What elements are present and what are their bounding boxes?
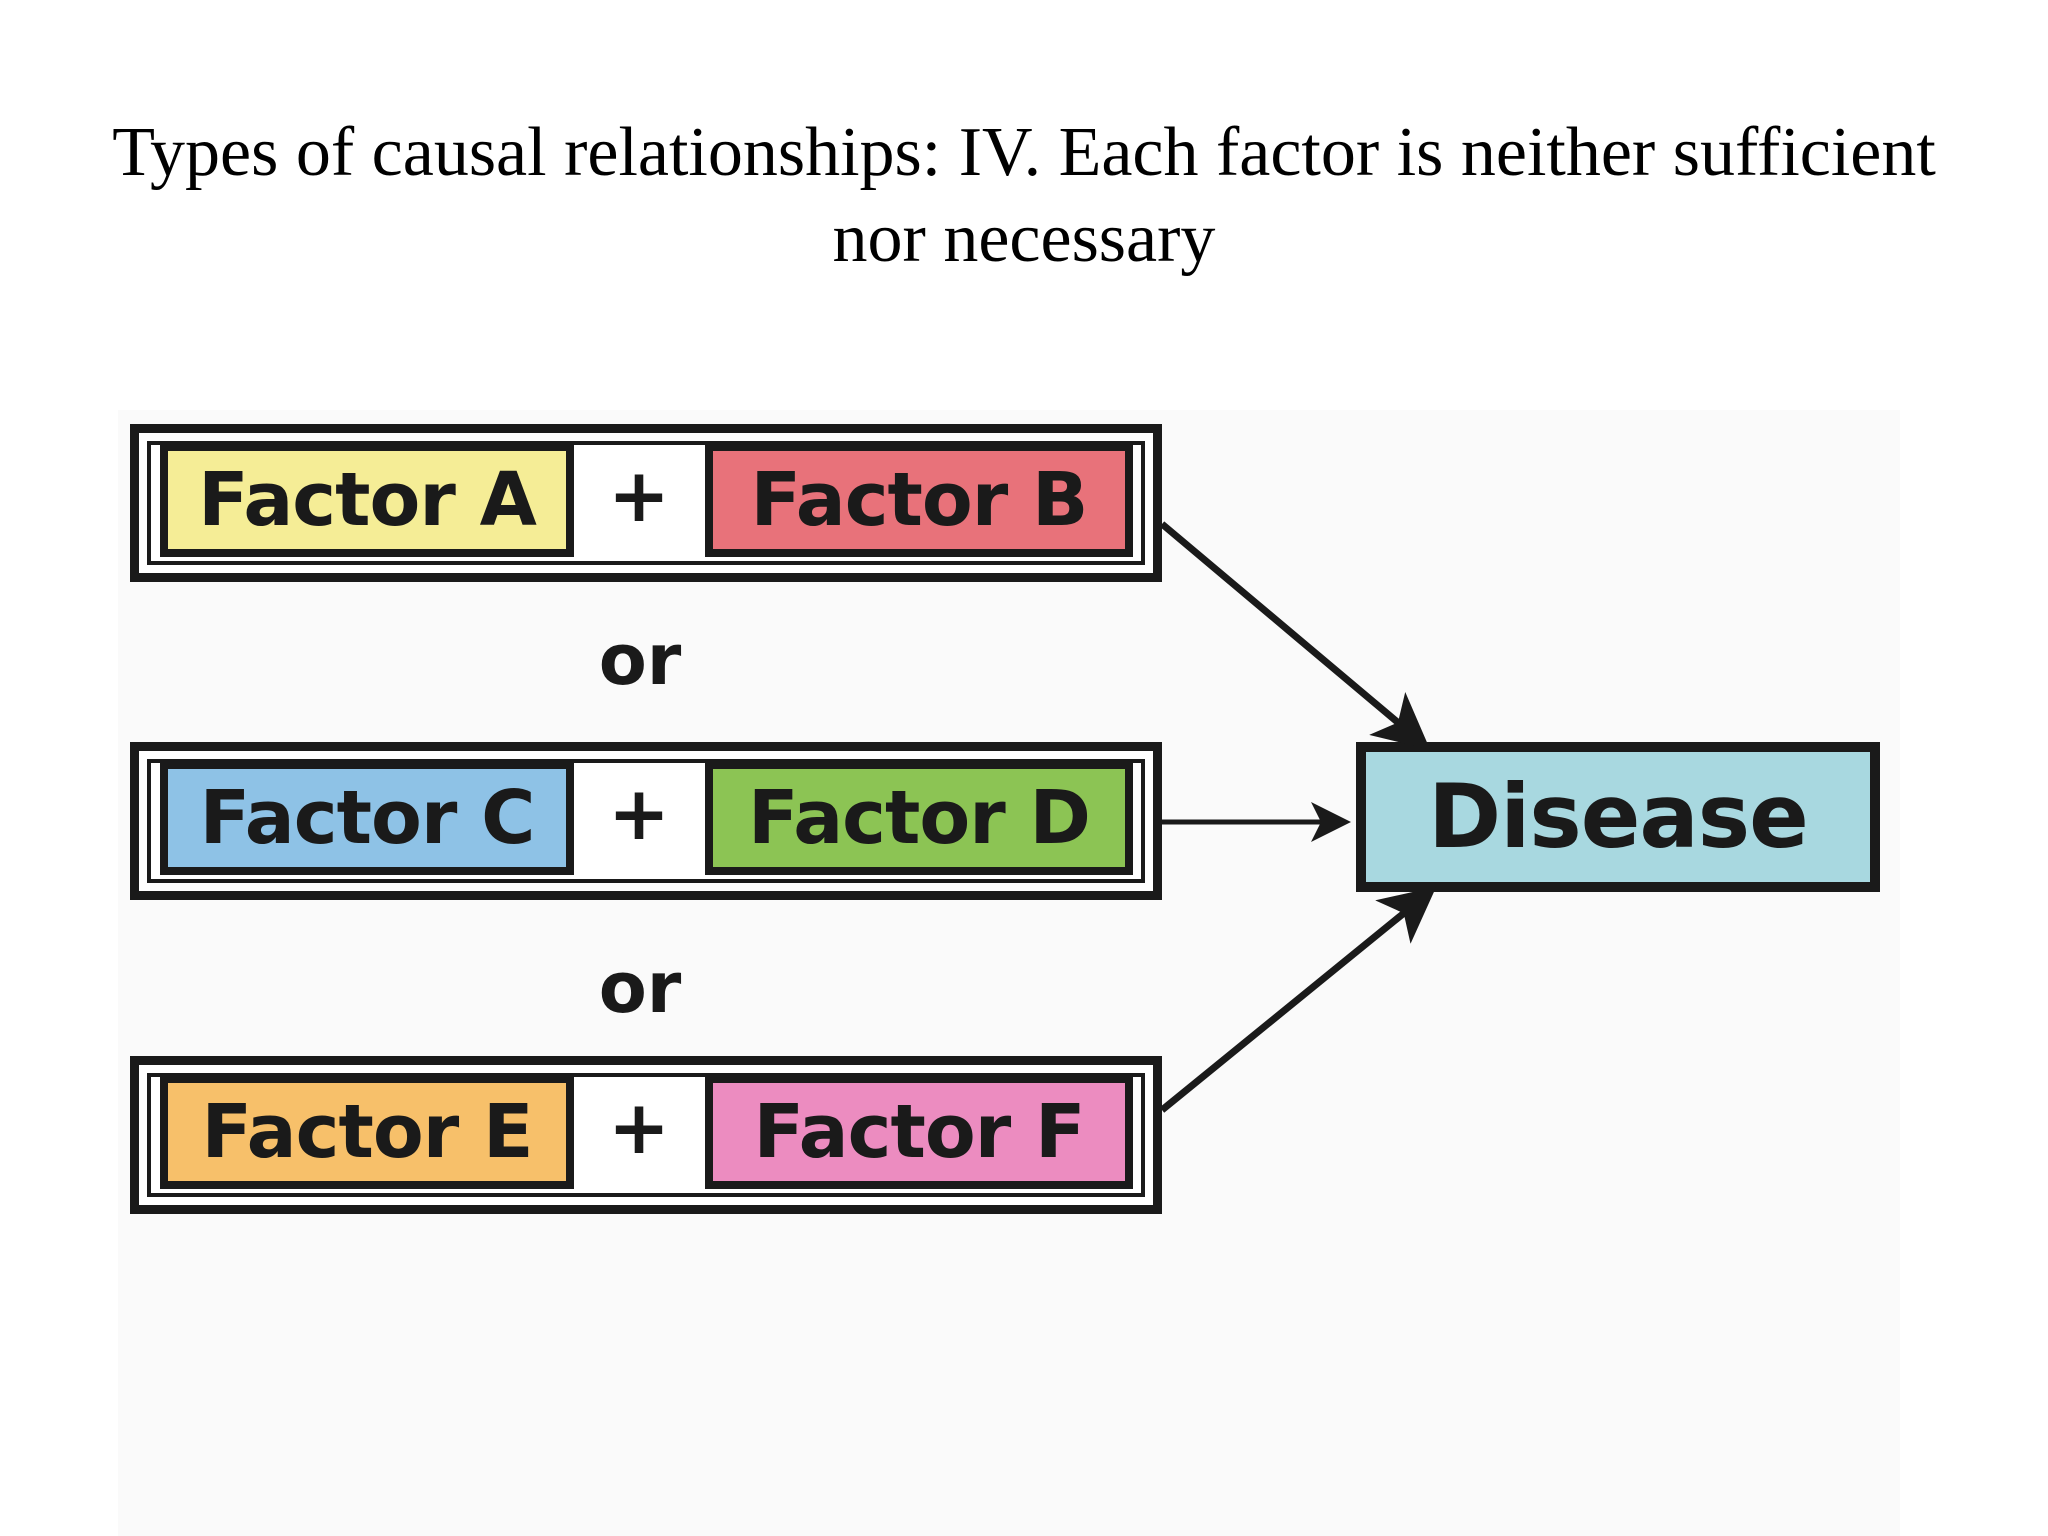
arrow-ab-to-disease [1159,521,1431,750]
arrow-ef-to-disease [1159,886,1437,1113]
or-connector-2: or [598,947,682,1029]
plus-sign: + [607,771,670,857]
factor-d-box: Factor D [705,761,1133,875]
factor-group-ef: Factor E + Factor F [130,1056,1162,1214]
factor-c-box: Factor C [160,761,574,875]
group-inner-border [147,1073,1145,1197]
factor-f-box: Factor F [705,1075,1133,1189]
factor-e-box: Factor E [160,1075,574,1189]
diagram-background [118,410,1900,1536]
factor-b-box: Factor B [705,443,1133,557]
or-connector-1: or [598,619,682,701]
factor-group-cd: Factor C + Factor D [130,742,1162,900]
group-inner-border [147,441,1145,565]
factor-a-box: Factor A [160,443,574,557]
disease-box: Disease [1356,742,1880,892]
factor-group-ab: Factor A + Factor B [130,424,1162,582]
plus-sign: + [607,1085,670,1171]
group-inner-border [147,759,1145,883]
slide-title: Types of causal relationships: IV. Each … [112,114,1936,277]
plus-sign: + [607,453,670,539]
